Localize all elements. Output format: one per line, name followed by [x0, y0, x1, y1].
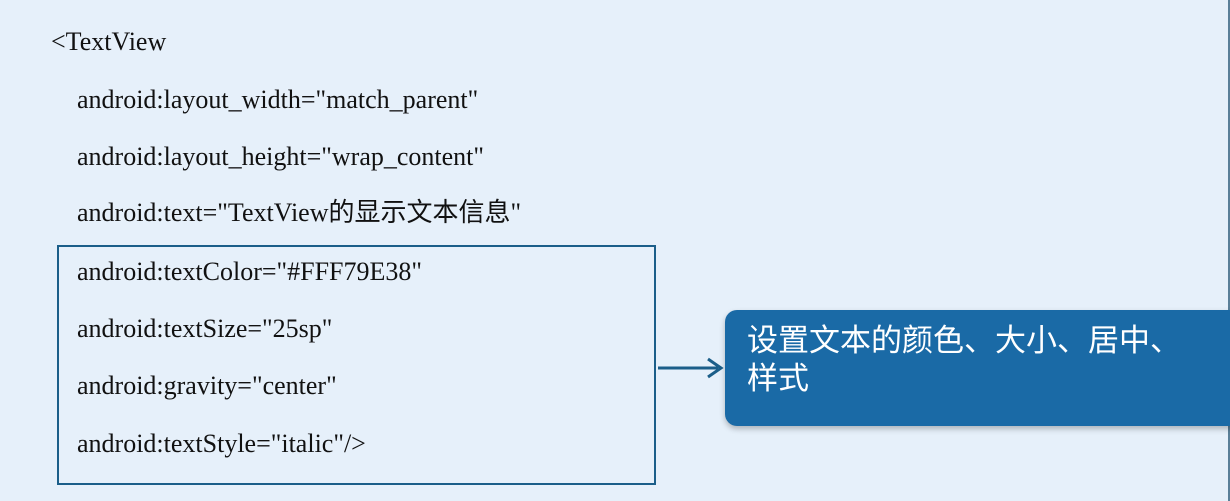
arrow-right-icon [658, 357, 724, 379]
callout-line-1: 设置文本的颜色、大小、居中、 [747, 323, 1181, 359]
code-line-gravity: android:gravity="center" [77, 371, 337, 400]
callout-text: 设置文本的颜色、大小、居中、 样式 [747, 322, 1217, 398]
code-line-text: android:text="TextView的显示文本信息" [77, 198, 522, 227]
callout-box: 设置文本的颜色、大小、居中、 样式 [725, 310, 1230, 426]
code-line-layout-width: android:layout_width="match_parent" [77, 85, 479, 114]
code-line-text-size: android:textSize="25sp" [77, 314, 333, 343]
code-line-textview-open: <TextView [51, 27, 167, 56]
highlighted-attributes-box [57, 245, 656, 485]
code-line-text-style: android:textStyle="italic"/> [77, 429, 366, 458]
code-line-text-color: android:textColor="#FFF79E38" [77, 257, 423, 286]
code-line-layout-height: android:layout_height="wrap_content" [77, 142, 485, 171]
slide-right-border [1228, 0, 1230, 501]
callout-line-2: 样式 [747, 361, 809, 397]
